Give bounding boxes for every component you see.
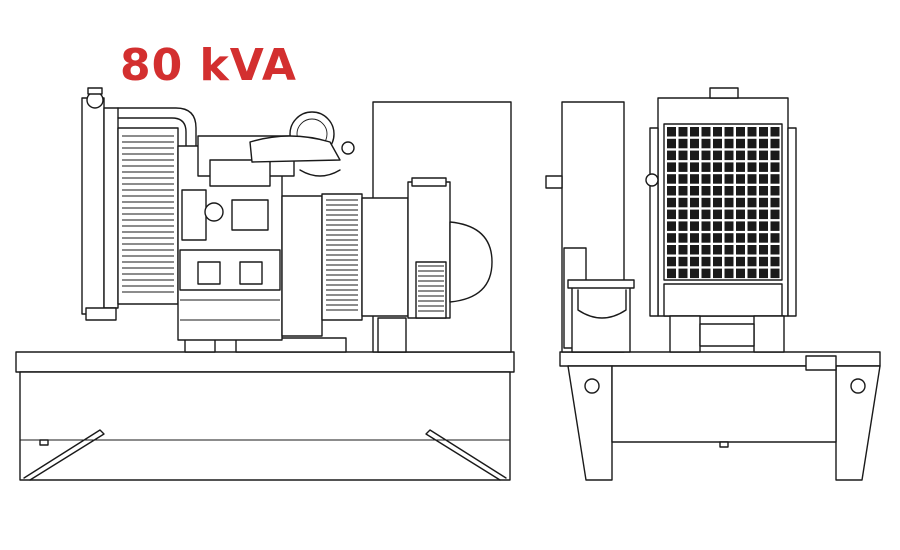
side-view xyxy=(15,87,515,481)
air-filter xyxy=(249,111,355,177)
end-foot-right xyxy=(753,315,785,353)
alternator-mount xyxy=(377,317,407,353)
alternator xyxy=(321,177,493,321)
end-view xyxy=(545,87,881,481)
intake-pipe xyxy=(117,107,197,147)
base-frame xyxy=(15,351,515,481)
fan-guard xyxy=(117,127,179,305)
radiator-core xyxy=(645,87,797,317)
radiator xyxy=(81,87,119,321)
rating-label: 80 kVA xyxy=(120,40,297,91)
engine-block xyxy=(177,135,323,341)
engine-sump-base xyxy=(235,337,347,353)
end-base xyxy=(559,351,881,481)
end-foot-left xyxy=(669,315,701,353)
battery xyxy=(567,279,635,353)
